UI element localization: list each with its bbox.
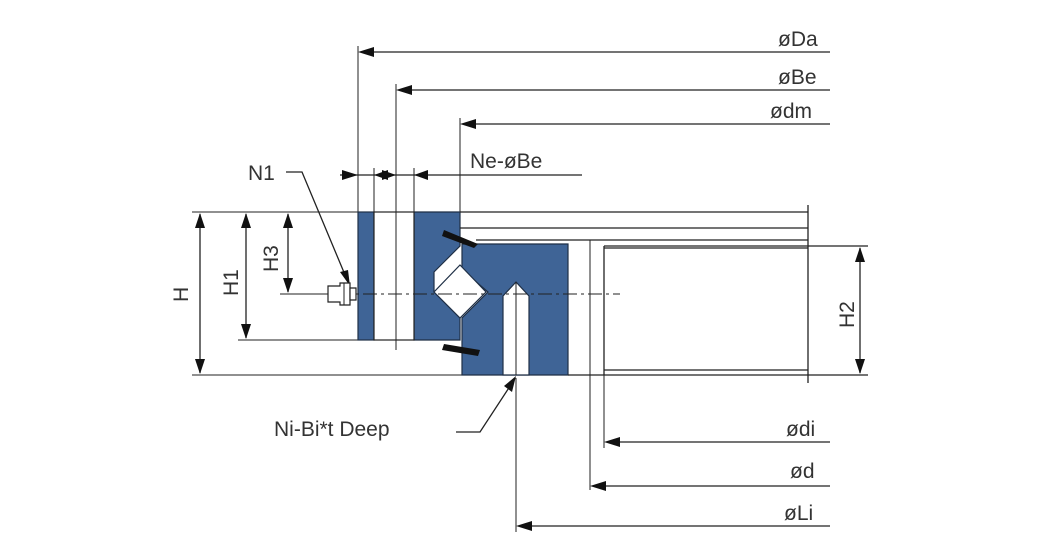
dimension-arrow-icon (396, 85, 412, 95)
label-H1: H1 (220, 269, 243, 296)
lower-seal (442, 344, 480, 356)
outer-ring-left-section (357, 211, 375, 341)
dimension-NeBe: Ne-øBe (340, 150, 582, 212)
dimension-H1: H1 (220, 213, 358, 341)
label-H3: H3 (260, 245, 283, 272)
dimension-arrow-icon (414, 170, 428, 180)
dimension-Da: øDa (357, 28, 830, 212)
dimension-arrow-icon (504, 376, 516, 392)
dimension-H3: H3 (260, 213, 340, 295)
dimension-arrow-icon (460, 119, 476, 129)
dimension-di: ødi (603, 375, 830, 448)
label-Da: øDa (778, 28, 818, 51)
label-H: H (170, 287, 193, 302)
callout-N1: N1 (248, 162, 350, 286)
outer-ring-right-section (413, 211, 461, 341)
mating-structure (460, 205, 868, 490)
dimension-dm: ødm (459, 100, 830, 212)
dimension-H2: H2 (836, 247, 865, 374)
label-Be: øBe (778, 66, 817, 89)
label-N1: N1 (248, 162, 275, 185)
dimension-arrow-icon (340, 270, 350, 286)
ball-raceway (433, 264, 487, 319)
dimension-arrow-icon (358, 47, 374, 57)
label-di: ødi (786, 418, 815, 441)
label-NeBe: Ne-øBe (470, 150, 542, 173)
dimension-d: ød (590, 460, 830, 491)
dimension-Be: øBe (395, 66, 830, 212)
upper-seal (442, 230, 478, 248)
dimension-Li: øLi (515, 378, 830, 532)
dimension-arrow-icon (382, 170, 396, 180)
grease-nipple-icon (327, 282, 357, 306)
label-Li: øLi (784, 502, 813, 525)
label-d: ød (790, 460, 815, 483)
label-dm: ødm (770, 100, 812, 123)
dimension-arrow-icon (342, 170, 358, 180)
label-H2: H2 (836, 301, 859, 328)
callout-NiBi: Ni-Bi*t Deep (274, 376, 516, 441)
outer-ring-bolt-hole (373, 211, 415, 341)
dimension-H: H (170, 211, 462, 376)
label-NiBi: Ni-Bi*t Deep (274, 418, 390, 441)
